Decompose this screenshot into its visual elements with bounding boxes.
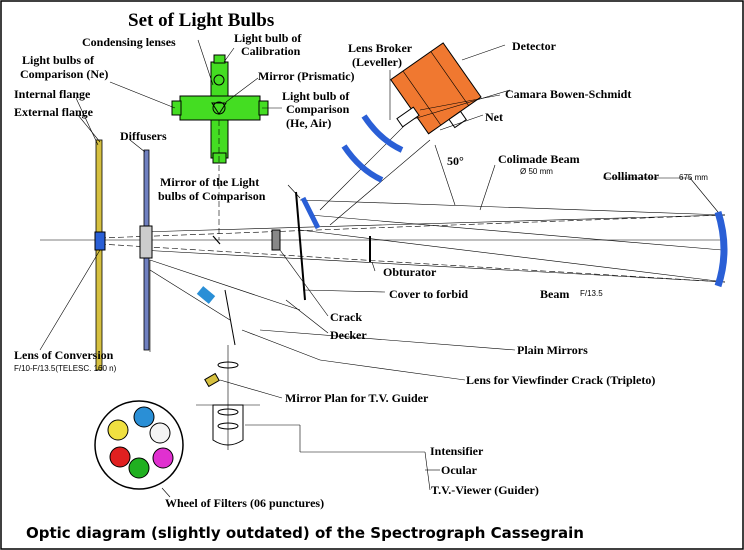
label-mirror-plan-tv: Mirror Plan for T.V. Guider bbox=[285, 391, 429, 405]
label-plain-mirrors: Plain Mirrors bbox=[517, 343, 588, 357]
diffuser-holder bbox=[139, 225, 153, 259]
tv-guider-mirror bbox=[204, 372, 220, 388]
collimated-line-mid bbox=[309, 214, 723, 251]
label-obturator: Obturator bbox=[383, 265, 437, 279]
detector-assembly bbox=[390, 42, 482, 135]
mirror-light-bulbs bbox=[212, 235, 221, 245]
grating bbox=[300, 196, 321, 230]
label-lens-conversion: Lens of Conversion bbox=[14, 348, 114, 362]
lens-broker bbox=[361, 114, 404, 153]
label-beam-ratio: F/13.5 bbox=[580, 289, 603, 298]
filter-magenta bbox=[152, 447, 174, 469]
label-net: Net bbox=[485, 110, 503, 124]
collimated-line-bottom bbox=[299, 229, 726, 283]
label-cover-to-forbid: Cover to forbid bbox=[389, 287, 468, 301]
label-collimated-beam: Colimade Beam bbox=[498, 152, 580, 166]
flange-lens bbox=[94, 231, 106, 251]
label-internal-flange: Internal flange bbox=[14, 87, 91, 101]
label-bulb-calibration-2: Calibration bbox=[241, 44, 301, 58]
cover-to-forbid bbox=[295, 191, 306, 301]
label-collimated-beam-size: Ø 50 mm bbox=[520, 167, 553, 176]
label-bulb-calibration-1: Light bulb of bbox=[234, 31, 302, 45]
label-diffusers: Diffusers bbox=[120, 129, 167, 143]
label-lens-broker-1: Lens Broker bbox=[348, 41, 413, 55]
light-bulb-housing bbox=[171, 54, 269, 240]
detector-window bbox=[396, 106, 420, 128]
camera-corrector bbox=[341, 144, 384, 183]
collimator-mirror bbox=[714, 210, 728, 288]
label-bulbs-ne-2: Comparison (Ne) bbox=[20, 67, 108, 81]
collimated-line-top bbox=[299, 199, 726, 216]
label-lens-viewfinder: Lens for Viewfinder Crack (Tripleto) bbox=[466, 373, 655, 387]
internal-flange bbox=[95, 139, 103, 371]
filter-white bbox=[149, 422, 171, 444]
diagram-caption: Optic diagram (slightly outdated) of the… bbox=[26, 524, 584, 542]
label-bulb-he-1: Light bulb of bbox=[282, 89, 350, 103]
label-bulbs-ne-1: Light bulbs of bbox=[22, 53, 95, 67]
diagram-title: Set of Light Bulbs bbox=[128, 10, 274, 31]
label-mirror-light-bulbs-1: Mirror of the Light bbox=[160, 175, 259, 189]
beam-line-lower bbox=[99, 243, 726, 283]
viewfinder-tube bbox=[224, 289, 236, 346]
beam-line-upper bbox=[99, 214, 726, 239]
viewfinder-line-2 bbox=[149, 269, 231, 321]
label-crack: Crack bbox=[330, 310, 362, 324]
label-condensing-lenses: Condensing lenses bbox=[82, 35, 176, 49]
label-lens-conversion-sub: F/10-F/13.5(TELESC. 160 n) bbox=[14, 364, 117, 373]
label-beam: Beam bbox=[540, 287, 569, 301]
label-intensifier: Intensifier bbox=[430, 444, 484, 458]
label-mirror-prismatic: Mirror (Prismatic) bbox=[258, 69, 355, 83]
filter-green bbox=[128, 457, 150, 479]
label-bulb-he-2: Comparison bbox=[286, 102, 350, 116]
beam-line-a bbox=[139, 214, 726, 233]
label-lens-broker-2: (Leveller) bbox=[352, 55, 402, 69]
viewfinder-lens bbox=[196, 286, 216, 304]
filter-wheel bbox=[94, 400, 184, 490]
label-decker: Decker bbox=[330, 328, 367, 342]
label-wheel-filters: Wheel of Filters (06 punctures) bbox=[165, 496, 324, 510]
viewfinder-line bbox=[149, 259, 301, 311]
label-angle: 50° bbox=[447, 154, 464, 168]
label-external-flange: External flange bbox=[14, 105, 94, 119]
filter-red bbox=[109, 446, 131, 468]
label-detector: Detector bbox=[512, 39, 557, 53]
filter-blue bbox=[133, 406, 155, 428]
label-tv-viewer: T.V.-Viewer (Guider) bbox=[431, 483, 539, 497]
label-collimator-size: 675 mm bbox=[679, 173, 708, 182]
label-camera: Camara Bowen-Schmidt bbox=[505, 87, 631, 101]
detector-neck bbox=[448, 110, 467, 129]
filter-yellow bbox=[107, 419, 129, 441]
label-bulb-he-3: (He, Air) bbox=[286, 116, 331, 130]
beam-line-b bbox=[139, 249, 726, 283]
label-ocular: Ocular bbox=[441, 463, 478, 477]
label-collimator: Collimator bbox=[603, 169, 660, 183]
crack bbox=[271, 229, 281, 251]
label-mirror-light-bulbs-2: bulbs of Comparison bbox=[158, 189, 266, 203]
